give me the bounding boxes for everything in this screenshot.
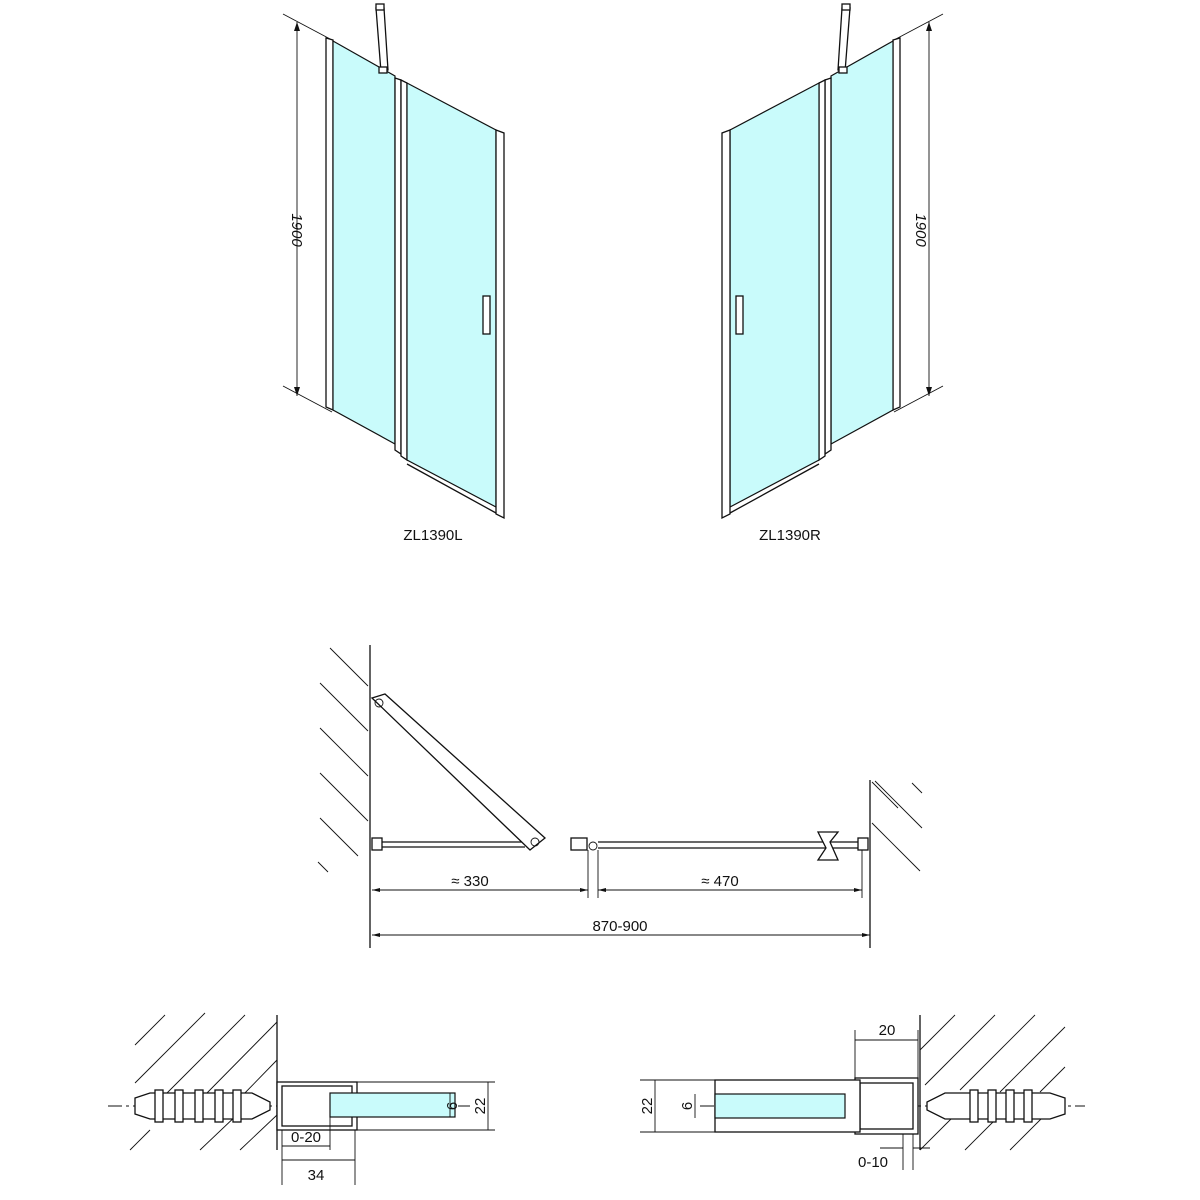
detail-left-wall-profile: 22 6 0-20 34	[108, 1012, 495, 1185]
door-dimension: ≈ 470	[701, 873, 738, 890]
plan-view: ≈ 330 ≈ 470 870-900	[317, 645, 923, 948]
elevation-left	[282, 3, 505, 519]
fixed-panel-dimension: ≈ 330	[451, 873, 488, 890]
model-label-right: ZL1390R	[759, 527, 821, 544]
total-width-dimension: 870-900	[592, 918, 647, 935]
detail-left-adjust: 0-20	[291, 1129, 321, 1146]
height-dimension-left: 1900	[288, 213, 305, 247]
elevation-right	[721, 3, 944, 519]
detail-right-width: 20	[879, 1022, 896, 1039]
detail-right-adjust: 0-10	[858, 1154, 888, 1171]
detail-left-depth: 22	[472, 1098, 489, 1115]
model-label-left: ZL1390L	[403, 527, 462, 544]
detail-right-glass: 6	[679, 1102, 696, 1110]
height-dimension-right: 1900	[912, 213, 929, 247]
detail-right-depth: 22	[639, 1098, 656, 1115]
detail-left-width: 34	[308, 1167, 325, 1184]
detail-left-glass: 6	[444, 1102, 461, 1110]
detail-right-wall-profile: 22 6 20 0-10	[639, 1014, 1085, 1171]
